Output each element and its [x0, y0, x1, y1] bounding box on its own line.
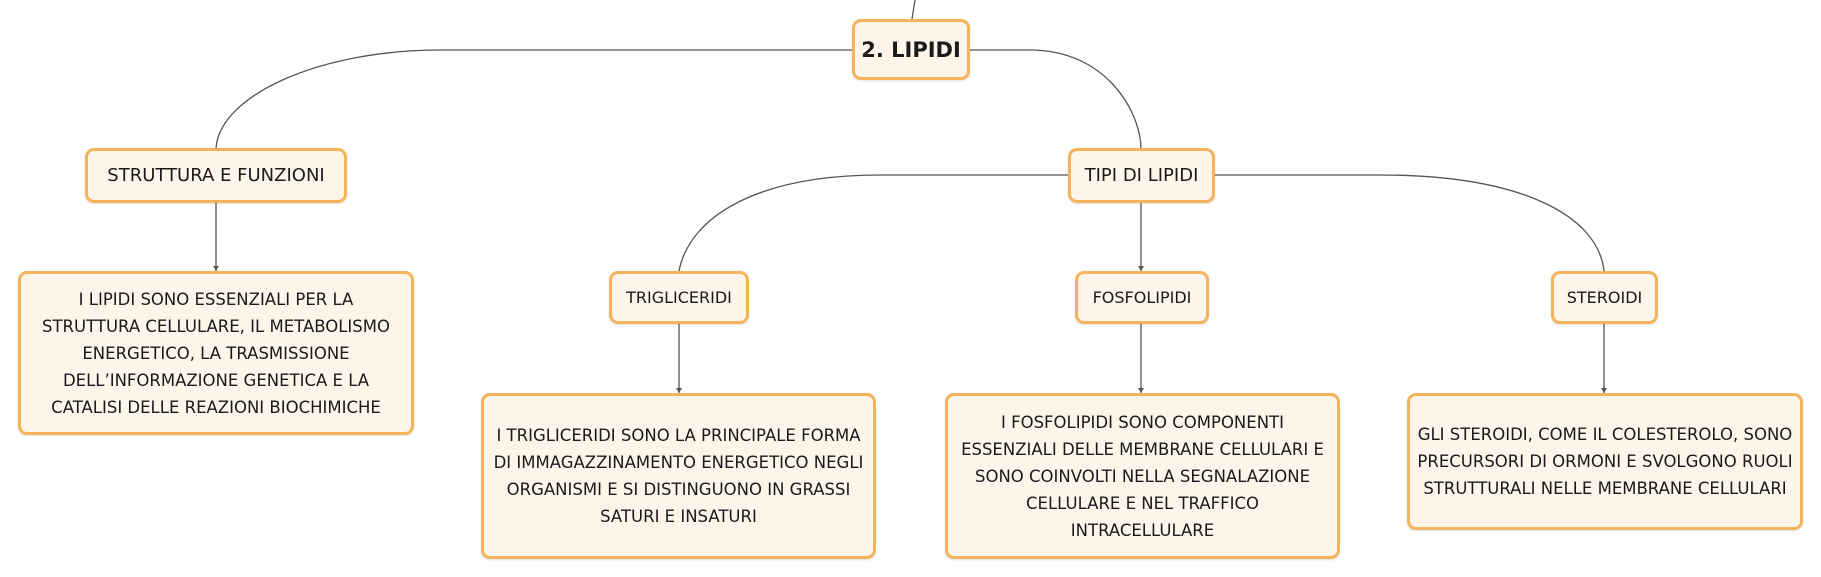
connector-root-to-tipi — [970, 49, 1142, 149]
node-steroidi-description[interactable]: GLI STEROIDI, COME IL COLESTEROLO, SONO … — [1407, 393, 1803, 530]
root-node-label: 2. LIPIDI — [861, 37, 961, 62]
connector-parent-to-root — [911, 0, 916, 20]
trigliceridi-description-text: I TRIGLICERIDI SONO LA PRINCIPALE FORMA … — [493, 426, 864, 526]
node-fosfolipidi-label: FOSFOLIPIDI — [1092, 288, 1192, 307]
arrowhead-fosfolipidi-description — [1138, 388, 1144, 393]
connector-root-to-struttura — [215, 49, 852, 149]
root-node-lipidi[interactable]: 2. LIPIDI — [852, 19, 970, 80]
node-steroidi[interactable]: STEROIDI — [1551, 271, 1658, 324]
arrowhead-fosfolipidi — [1138, 266, 1144, 271]
node-tipi-label: TIPI DI LIPIDI — [1084, 165, 1199, 186]
connector-tipi-to-steroidi — [1215, 174, 1605, 272]
steroidi-description-text: GLI STEROIDI, COME IL COLESTEROLO, SONO … — [1417, 425, 1793, 498]
node-trigliceridi-description[interactable]: I TRIGLICERIDI SONO LA PRINCIPALE FORMA … — [481, 393, 876, 559]
node-struttura-e-funzioni[interactable]: STRUTTURA E FUNZIONI — [85, 148, 347, 203]
struttura-description-text: I LIPIDI SONO ESSENZIALI PER LA STRUTTUR… — [41, 289, 390, 417]
arrowhead-steroidi-description — [1601, 388, 1607, 393]
node-tipi-di-lipidi[interactable]: TIPI DI LIPIDI — [1068, 148, 1215, 203]
arrowhead-trigliceridi-description — [676, 388, 682, 393]
node-trigliceridi[interactable]: TRIGLICERIDI — [609, 271, 749, 324]
connector-tipi-to-trigliceridi — [678, 174, 1068, 272]
fosfolipidi-description-text: I FOSFOLIPIDI SONO COMPONENTI ESSENZIALI… — [961, 412, 1324, 540]
node-struttura-description[interactable]: I LIPIDI SONO ESSENZIALI PER LA STRUTTUR… — [18, 271, 414, 435]
arrowhead-struttura-description — [213, 266, 219, 271]
node-fosfolipidi-description[interactable]: I FOSFOLIPIDI SONO COMPONENTI ESSENZIALI… — [945, 393, 1340, 559]
node-fosfolipidi[interactable]: FOSFOLIPIDI — [1075, 271, 1209, 324]
node-trigliceridi-label: TRIGLICERIDI — [626, 288, 732, 307]
node-steroidi-label: STEROIDI — [1566, 288, 1643, 307]
node-struttura-label: STRUTTURA E FUNZIONI — [107, 165, 325, 186]
